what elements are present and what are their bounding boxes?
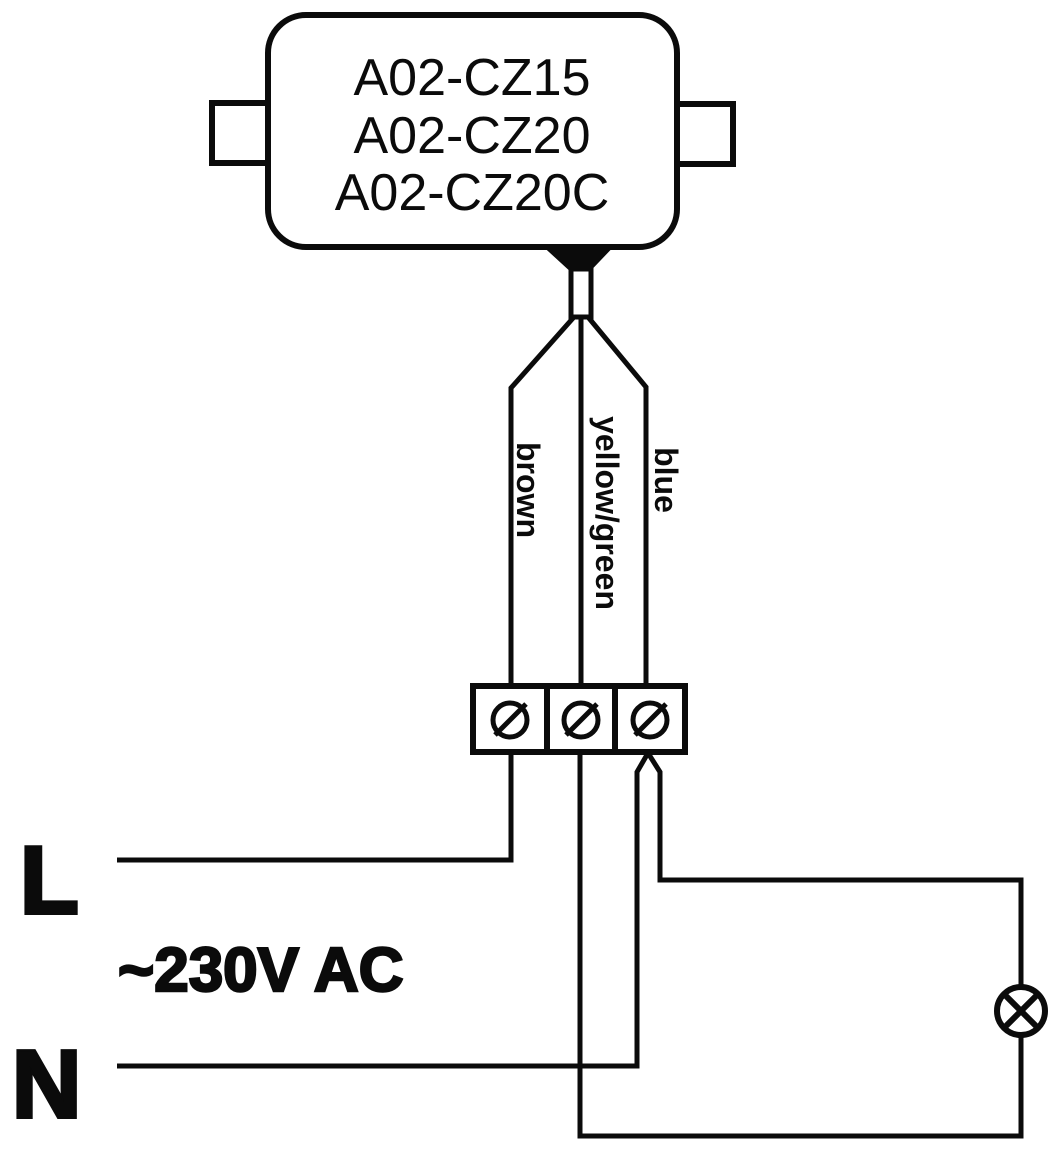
- cable-sleeve: [568, 266, 594, 320]
- screw-icon: [490, 700, 530, 740]
- line-label: L: [20, 827, 79, 934]
- wire-lamp-return: [577, 752, 1024, 1139]
- neutral-label: N: [12, 1031, 81, 1138]
- wire-brown: [508, 315, 576, 686]
- lamp-icon: [994, 984, 1048, 1038]
- wire-label-brown: brown: [510, 442, 546, 538]
- device-box: [265, 12, 680, 250]
- wire-label-yellow-green: yellow/green: [589, 416, 625, 610]
- wire-label-blue: blue: [648, 447, 684, 513]
- wire-blue: [586, 315, 649, 686]
- device-model-1: A02-CZ15: [354, 49, 591, 107]
- device-left-tab: [209, 100, 271, 166]
- wire-neutral: [117, 751, 651, 1069]
- voltage-label: ~230V AC: [118, 936, 403, 1005]
- device-model-3: A02-CZ20C: [335, 164, 610, 222]
- screw-icon: [630, 700, 670, 740]
- cable-gland: [542, 246, 615, 270]
- device-right-tab: [674, 101, 736, 167]
- screw-icon: [561, 700, 601, 740]
- wire-line-l: [117, 752, 514, 863]
- device-model-2: A02-CZ20: [354, 107, 591, 165]
- wire-lamp-feed: [645, 751, 1024, 988]
